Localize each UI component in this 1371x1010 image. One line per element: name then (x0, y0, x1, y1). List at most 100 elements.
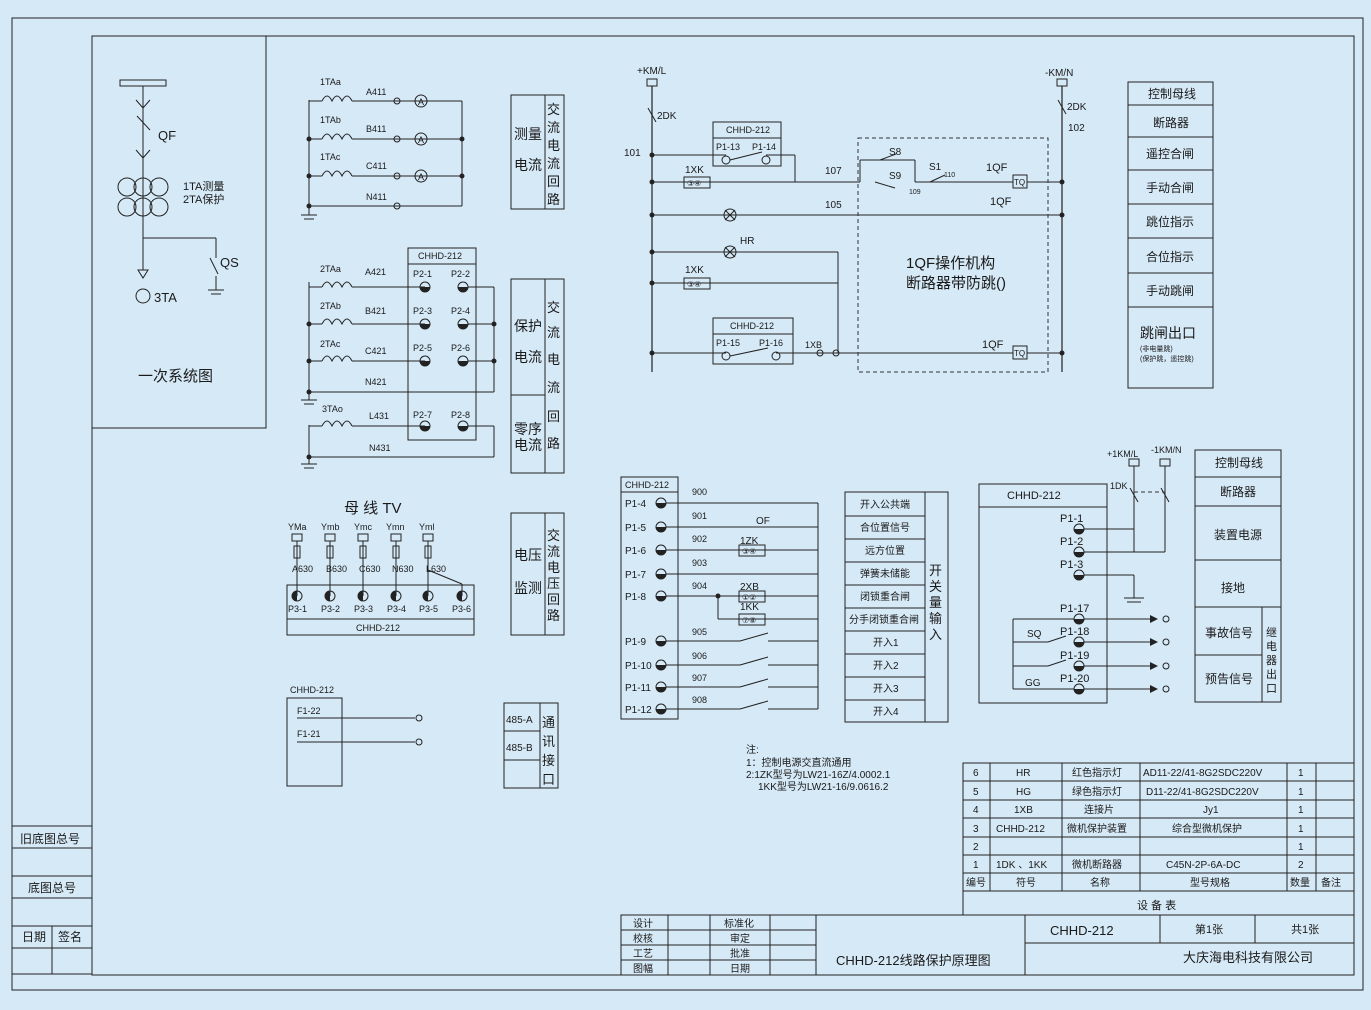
svg-text:回: 回 (547, 174, 560, 189)
svg-text:P2-3: P2-3 (413, 306, 432, 316)
svg-text:开入4: 开入4 (873, 707, 899, 718)
svg-text:1QF: 1QF (990, 196, 1012, 208)
svg-text:P1-19: P1-19 (1060, 650, 1089, 662)
svg-text:+KM/L: +KM/L (637, 66, 667, 77)
svg-text:交: 交 (547, 528, 560, 543)
sheet-number: 第1张 (1195, 922, 1223, 936)
sign-label: 签名 (58, 929, 82, 944)
svg-text:2XB: 2XB (740, 582, 759, 593)
svg-text:开入3: 开入3 (873, 684, 899, 695)
svg-text:流: 流 (547, 325, 560, 340)
svg-text:开入公共端: 开入公共端 (860, 498, 910, 511)
svg-text:1QF: 1QF (982, 339, 1004, 351)
protect-device: CHHD-212 (418, 251, 462, 261)
sheet-total: 共1张 (1291, 923, 1319, 936)
svg-text:远方位置: 远方位置 (865, 544, 905, 557)
svg-text:P1-8: P1-8 (625, 592, 647, 603)
svg-text:路: 路 (547, 436, 560, 451)
svg-text:继: 继 (1266, 626, 1277, 639)
svg-text:P1-7: P1-7 (625, 570, 647, 581)
svg-text:⑦⑧: ⑦⑧ (742, 616, 756, 625)
svg-text:P1-2: P1-2 (1060, 536, 1083, 548)
svg-text:审定: 审定 (730, 932, 750, 945)
svg-text:1：控制电源交直流通用: 1：控制电源交直流通用 (746, 756, 852, 769)
measurement-circuit: A 1TAa A411 A 1TAb B411 A 1TAc C411 N411… (301, 77, 565, 220)
svg-text:P1-4: P1-4 (625, 499, 647, 510)
svg-text:CHHD-212: CHHD-212 (726, 125, 770, 135)
svg-text:2: 2 (973, 842, 979, 853)
svg-text:事故信号: 事故信号 (1205, 625, 1253, 640)
svg-text:AD11-22/41-8G2SDC220V: AD11-22/41-8G2SDC220V (1143, 768, 1263, 779)
ta-label-1b: 1TAb (320, 115, 341, 125)
svg-text:A: A (418, 97, 424, 107)
svg-text:GG: GG (1025, 678, 1041, 689)
svg-text:器: 器 (1266, 654, 1277, 667)
svg-text:预告信号: 预告信号 (1205, 672, 1253, 686)
svg-text:YMa: YMa (288, 522, 307, 532)
svg-text:标准化: 标准化 (724, 917, 754, 930)
svg-text:跳闸出口: 跳闸出口 (1140, 325, 1196, 341)
svg-text:+1KM/L: +1KM/L (1107, 449, 1138, 459)
svg-text:485-A: 485-A (506, 715, 533, 726)
svg-text:-1KM/N: -1KM/N (1151, 445, 1182, 455)
svg-text:A: A (418, 172, 424, 182)
svg-text:1XK: 1XK (685, 165, 704, 176)
date-label: 日期 (22, 930, 46, 944)
svg-text:B421: B421 (365, 306, 386, 316)
svg-text:跳位指示: 跳位指示 (1146, 214, 1194, 229)
svg-text:校核: 校核 (633, 932, 653, 945)
svg-text:通: 通 (542, 715, 555, 730)
svg-text:1DK: 1DK (1110, 481, 1128, 491)
svg-text:1XB: 1XB (805, 340, 822, 350)
svg-text:CHHD-212: CHHD-212 (625, 480, 669, 490)
svg-text:1: 1 (1298, 842, 1304, 853)
svg-text:3TAo: 3TAo (322, 404, 343, 414)
svg-text:C421: C421 (365, 346, 387, 356)
svg-text:开: 开 (929, 563, 942, 578)
svg-text:量: 量 (929, 595, 942, 610)
company-name: 大庆海电科技有限公司 (1183, 950, 1313, 965)
svg-text:A630: A630 (292, 564, 313, 574)
svg-text:P2-6: P2-6 (451, 343, 470, 353)
wire-a411: A411 (366, 87, 386, 97)
svg-text:TQ: TQ (1014, 178, 1025, 187)
primary-frame (91, 35, 267, 429)
svg-text:2: 2 (1298, 860, 1304, 871)
svg-text:电: 电 (547, 352, 560, 367)
svg-text:HR: HR (1016, 768, 1030, 779)
svg-text:(非电量跳): (非电量跳) (1140, 344, 1173, 353)
svg-text:数量: 数量 (1290, 876, 1310, 889)
svg-text:手动跳闸: 手动跳闸 (1146, 284, 1194, 298)
svg-text:流: 流 (547, 544, 560, 559)
svg-text:监测: 监测 (514, 580, 542, 596)
svg-text:红色指示灯: 红色指示灯 (1072, 766, 1122, 779)
comm-circuit: CHHD-212 F1-22 F1-21 485-A 485-B 通 讯 接 口 (286, 685, 559, 789)
svg-text:电流: 电流 (514, 157, 542, 173)
svg-text:P1-20: P1-20 (1060, 673, 1089, 685)
svg-text:P2-2: P2-2 (451, 269, 470, 279)
svg-text:SQ: SQ (1027, 629, 1042, 640)
measure-box-left: 测量 (514, 126, 542, 142)
svg-text:合位置信号: 合位置信号 (860, 521, 910, 534)
svg-text:流: 流 (547, 120, 560, 135)
svg-text:流: 流 (547, 156, 560, 171)
svg-text:907: 907 (692, 673, 707, 683)
bus-tv-circuit: 母 线 TV YMa Ymb Ymc Ymn Yml A630 B630 C63… (286, 500, 565, 636)
svg-text:2TAa: 2TAa (320, 264, 341, 274)
svg-text:入: 入 (929, 627, 942, 642)
svg-text:图幅: 图幅 (633, 962, 653, 975)
svg-text:1: 1 (1298, 805, 1304, 816)
svg-text:P1-17: P1-17 (1060, 603, 1089, 615)
wire-n411: N411 (366, 192, 387, 202)
svg-text:P2-7: P2-7 (413, 410, 432, 420)
svg-text:2TAb: 2TAb (320, 301, 341, 311)
svg-text:109: 109 (909, 189, 921, 196)
svg-text:弹簧未储能: 弹簧未储能 (860, 567, 910, 580)
svg-text:控制母线: 控制母线 (1148, 87, 1196, 101)
svg-text:A: A (418, 135, 424, 145)
svg-text:901: 901 (692, 511, 707, 521)
svg-text:交: 交 (547, 300, 560, 315)
